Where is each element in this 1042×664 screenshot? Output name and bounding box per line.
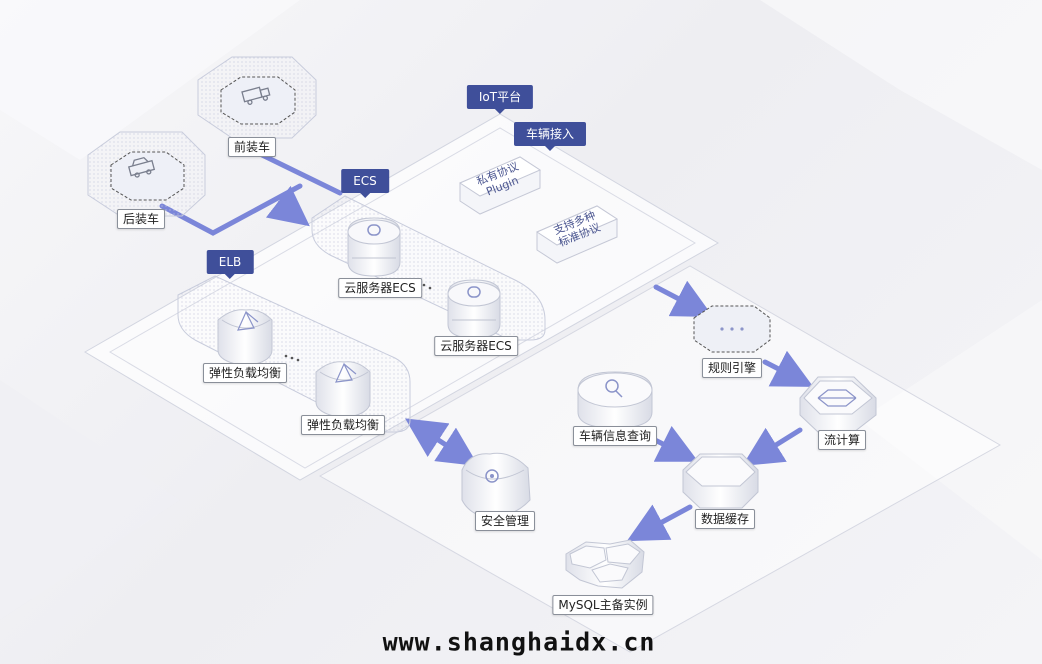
truck-icon (241, 86, 271, 105)
ecs-server-1-label: 云服务器ECS (338, 278, 422, 298)
elb-2-label: 弹性负载均衡 (300, 415, 386, 435)
rear-vehicle-label: 后装车 (116, 209, 166, 229)
vehicle-query-label: 车辆信息查询 (572, 426, 658, 446)
mysql-label: MySQL主备实例 (552, 595, 654, 615)
security-label: 安全管理 (474, 511, 536, 531)
rear-vehicle-box (87, 131, 206, 217)
watermark-text: www.shanghaidx.cn (382, 627, 656, 657)
elb-1-icon (217, 309, 273, 367)
elb-1-label: 弹性负载均衡 (202, 363, 288, 383)
elb-link-dots (284, 354, 300, 362)
vehicle-query-icon (577, 371, 653, 429)
front-vehicle-label: 前装车 (227, 137, 277, 157)
elb-2-icon (315, 361, 371, 419)
ecs-group-tag: ECS (341, 169, 389, 198)
ecs-server-2-label: 云服务器ECS (434, 336, 518, 356)
ecs-server-2-icon (447, 279, 501, 339)
security-icon (461, 452, 531, 519)
elb-group-tag: ELB (206, 250, 254, 279)
stream-compute-label: 流计算 (817, 430, 867, 450)
rule-engine-icon (693, 305, 771, 353)
mysql-icon (565, 539, 645, 589)
car-icon (127, 156, 156, 178)
plugin-card (458, 156, 542, 215)
standard-protocol-card (535, 205, 619, 264)
connectors (159, 150, 814, 542)
data-cache-icon (682, 453, 759, 509)
data-cache-label: 数据缓存 (694, 509, 756, 529)
stream-compute-icon (799, 376, 877, 433)
ecs-server-1-icon (347, 217, 401, 277)
vehicle-access-tag: 车辆接入 (513, 122, 587, 151)
front-vehicle-box (197, 56, 317, 139)
iot-platform-tag: IoT平台 (466, 85, 534, 114)
rule-engine-label: 规则引擎 (701, 358, 763, 378)
